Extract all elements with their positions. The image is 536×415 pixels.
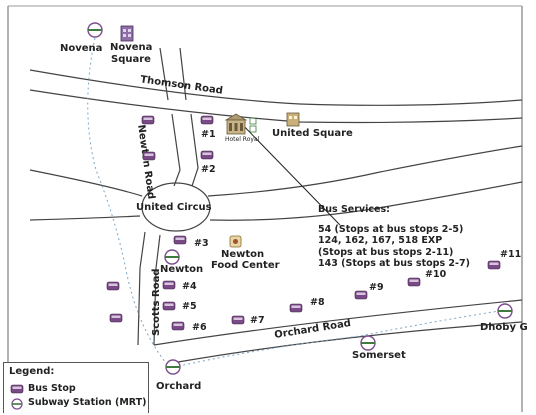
bus-icon-unnamed-1 — [141, 115, 155, 125]
bus-stop-8-label: #8 — [310, 297, 325, 308]
legend-bus-stop-row: Bus Stop — [10, 383, 76, 394]
bus-icon-unnamed-3 — [106, 281, 120, 291]
circus-road-west-lower-edge — [29, 215, 141, 221]
scotts-road-right-edge — [153, 234, 161, 346]
bus-icon-stop-1 — [200, 115, 214, 125]
bus-icon-stop-6 — [171, 321, 185, 331]
hotel-royal-label: Hotel Royal — [225, 136, 260, 143]
novena-square-label-line2: Square — [111, 54, 151, 65]
newton-road-upper-left-edge — [159, 47, 169, 101]
bus-services-line-1: 54 (Stops at bus stops 2-5) — [318, 223, 464, 235]
circus-road-east-lower-edge — [209, 181, 523, 221]
bus-icon-unnamed-2 — [142, 151, 156, 161]
newton-food-center-label-line2: Food Center — [211, 260, 280, 271]
newton-road-left-edge — [171, 113, 181, 187]
bus-stop-10-label: #10 — [425, 269, 447, 280]
bus-stop-9-label: #9 — [369, 282, 384, 293]
mrt-icon-newton — [164, 249, 180, 265]
hotel-royal-building-icon — [224, 113, 257, 135]
bus-stop-4-label: #4 — [182, 281, 197, 292]
legend-mrt-icon — [10, 397, 24, 410]
bus-icon-stop-3 — [173, 235, 187, 245]
bus-icon-stop-9 — [354, 290, 368, 300]
newton-road-upper-right-edge — [179, 47, 187, 101]
bus-stop-11-label: #11 — [500, 249, 522, 260]
services-pointer-line — [235, 117, 341, 226]
novena-square-label-line1: Novena — [110, 42, 153, 53]
bus-icon-stop-10 — [407, 277, 421, 287]
mrt-icon-dhoby — [497, 303, 513, 319]
newton-label: Newton — [160, 264, 204, 275]
bus-stop-1-label: #1 — [201, 129, 216, 140]
bus-icon-stop-2 — [200, 150, 214, 160]
bus-stop-7-label: #7 — [250, 315, 265, 326]
united-circus-roundabout — [141, 182, 211, 232]
united-square-label: United Square — [272, 128, 353, 139]
bus-services-line-3: (Stops at bus stops 2-11) — [318, 246, 454, 258]
novena-label: Novena — [60, 43, 103, 54]
newton-road-right-edge — [190, 113, 199, 187]
bus-icon-stop-4 — [162, 280, 176, 290]
legend: Legend: Bus Stop Subway Station (MRT) — [3, 362, 149, 413]
united-circus-label: United Circus — [136, 202, 212, 213]
mrt-line — [87, 37, 506, 369]
bus-services-line-2: 124, 162, 167, 518 EXP — [318, 235, 443, 247]
mrt-icon-orchard — [165, 359, 181, 375]
bus-icon-unnamed-4 — [109, 313, 123, 323]
orchard-road-upper-edge — [153, 299, 523, 346]
bus-services-line-4: 143 (Stops at bus stops 2-7) — [318, 258, 470, 270]
mrt-icon-somerset — [360, 335, 376, 351]
bus-stop-2-label: #2 — [201, 164, 216, 175]
thomson-road-upper-edge — [29, 69, 523, 106]
orchard-road-lower-edge — [177, 321, 523, 363]
newton-food-center-icon — [229, 235, 242, 248]
bus-stop-5-label: #5 — [182, 301, 197, 312]
legend-subway-row: Subway Station (MRT) — [10, 397, 147, 410]
thomson-road-lower-edge — [29, 89, 523, 124]
circus-road-west-upper-edge — [29, 169, 143, 197]
novena-square-building-icon — [120, 25, 134, 42]
legend-bus-icon — [10, 384, 24, 394]
mrt-icon-novena — [87, 22, 103, 38]
bus-icon-stop-7 — [231, 315, 245, 325]
bus-icon-stop-5 — [162, 301, 176, 311]
legend-subway-label: Subway Station (MRT) — [28, 397, 147, 408]
bus-services-title: Bus Services: — [318, 204, 390, 215]
bus-stop-6-label: #6 — [192, 322, 207, 333]
orchard-label: Orchard — [156, 381, 202, 392]
circus-road-east-upper-edge — [207, 145, 523, 197]
bus-stop-3-label: #3 — [194, 238, 209, 249]
scotts-road-left-edge — [137, 231, 146, 346]
bus-icon-stop-11 — [487, 260, 501, 270]
newton-food-center-label-line1: Newton — [221, 249, 265, 260]
united-square-building-icon — [286, 112, 300, 127]
bus-icon-stop-8 — [289, 303, 303, 313]
legend-title: Legend: — [9, 366, 55, 377]
somerset-label: Somerset — [352, 350, 406, 361]
legend-bus-stop-label: Bus Stop — [28, 383, 76, 394]
bus-services-info: Bus Services: 54 (Stops at bus stops 2-5… — [318, 204, 508, 270]
dhoby-label: Dhoby G — [480, 322, 528, 333]
